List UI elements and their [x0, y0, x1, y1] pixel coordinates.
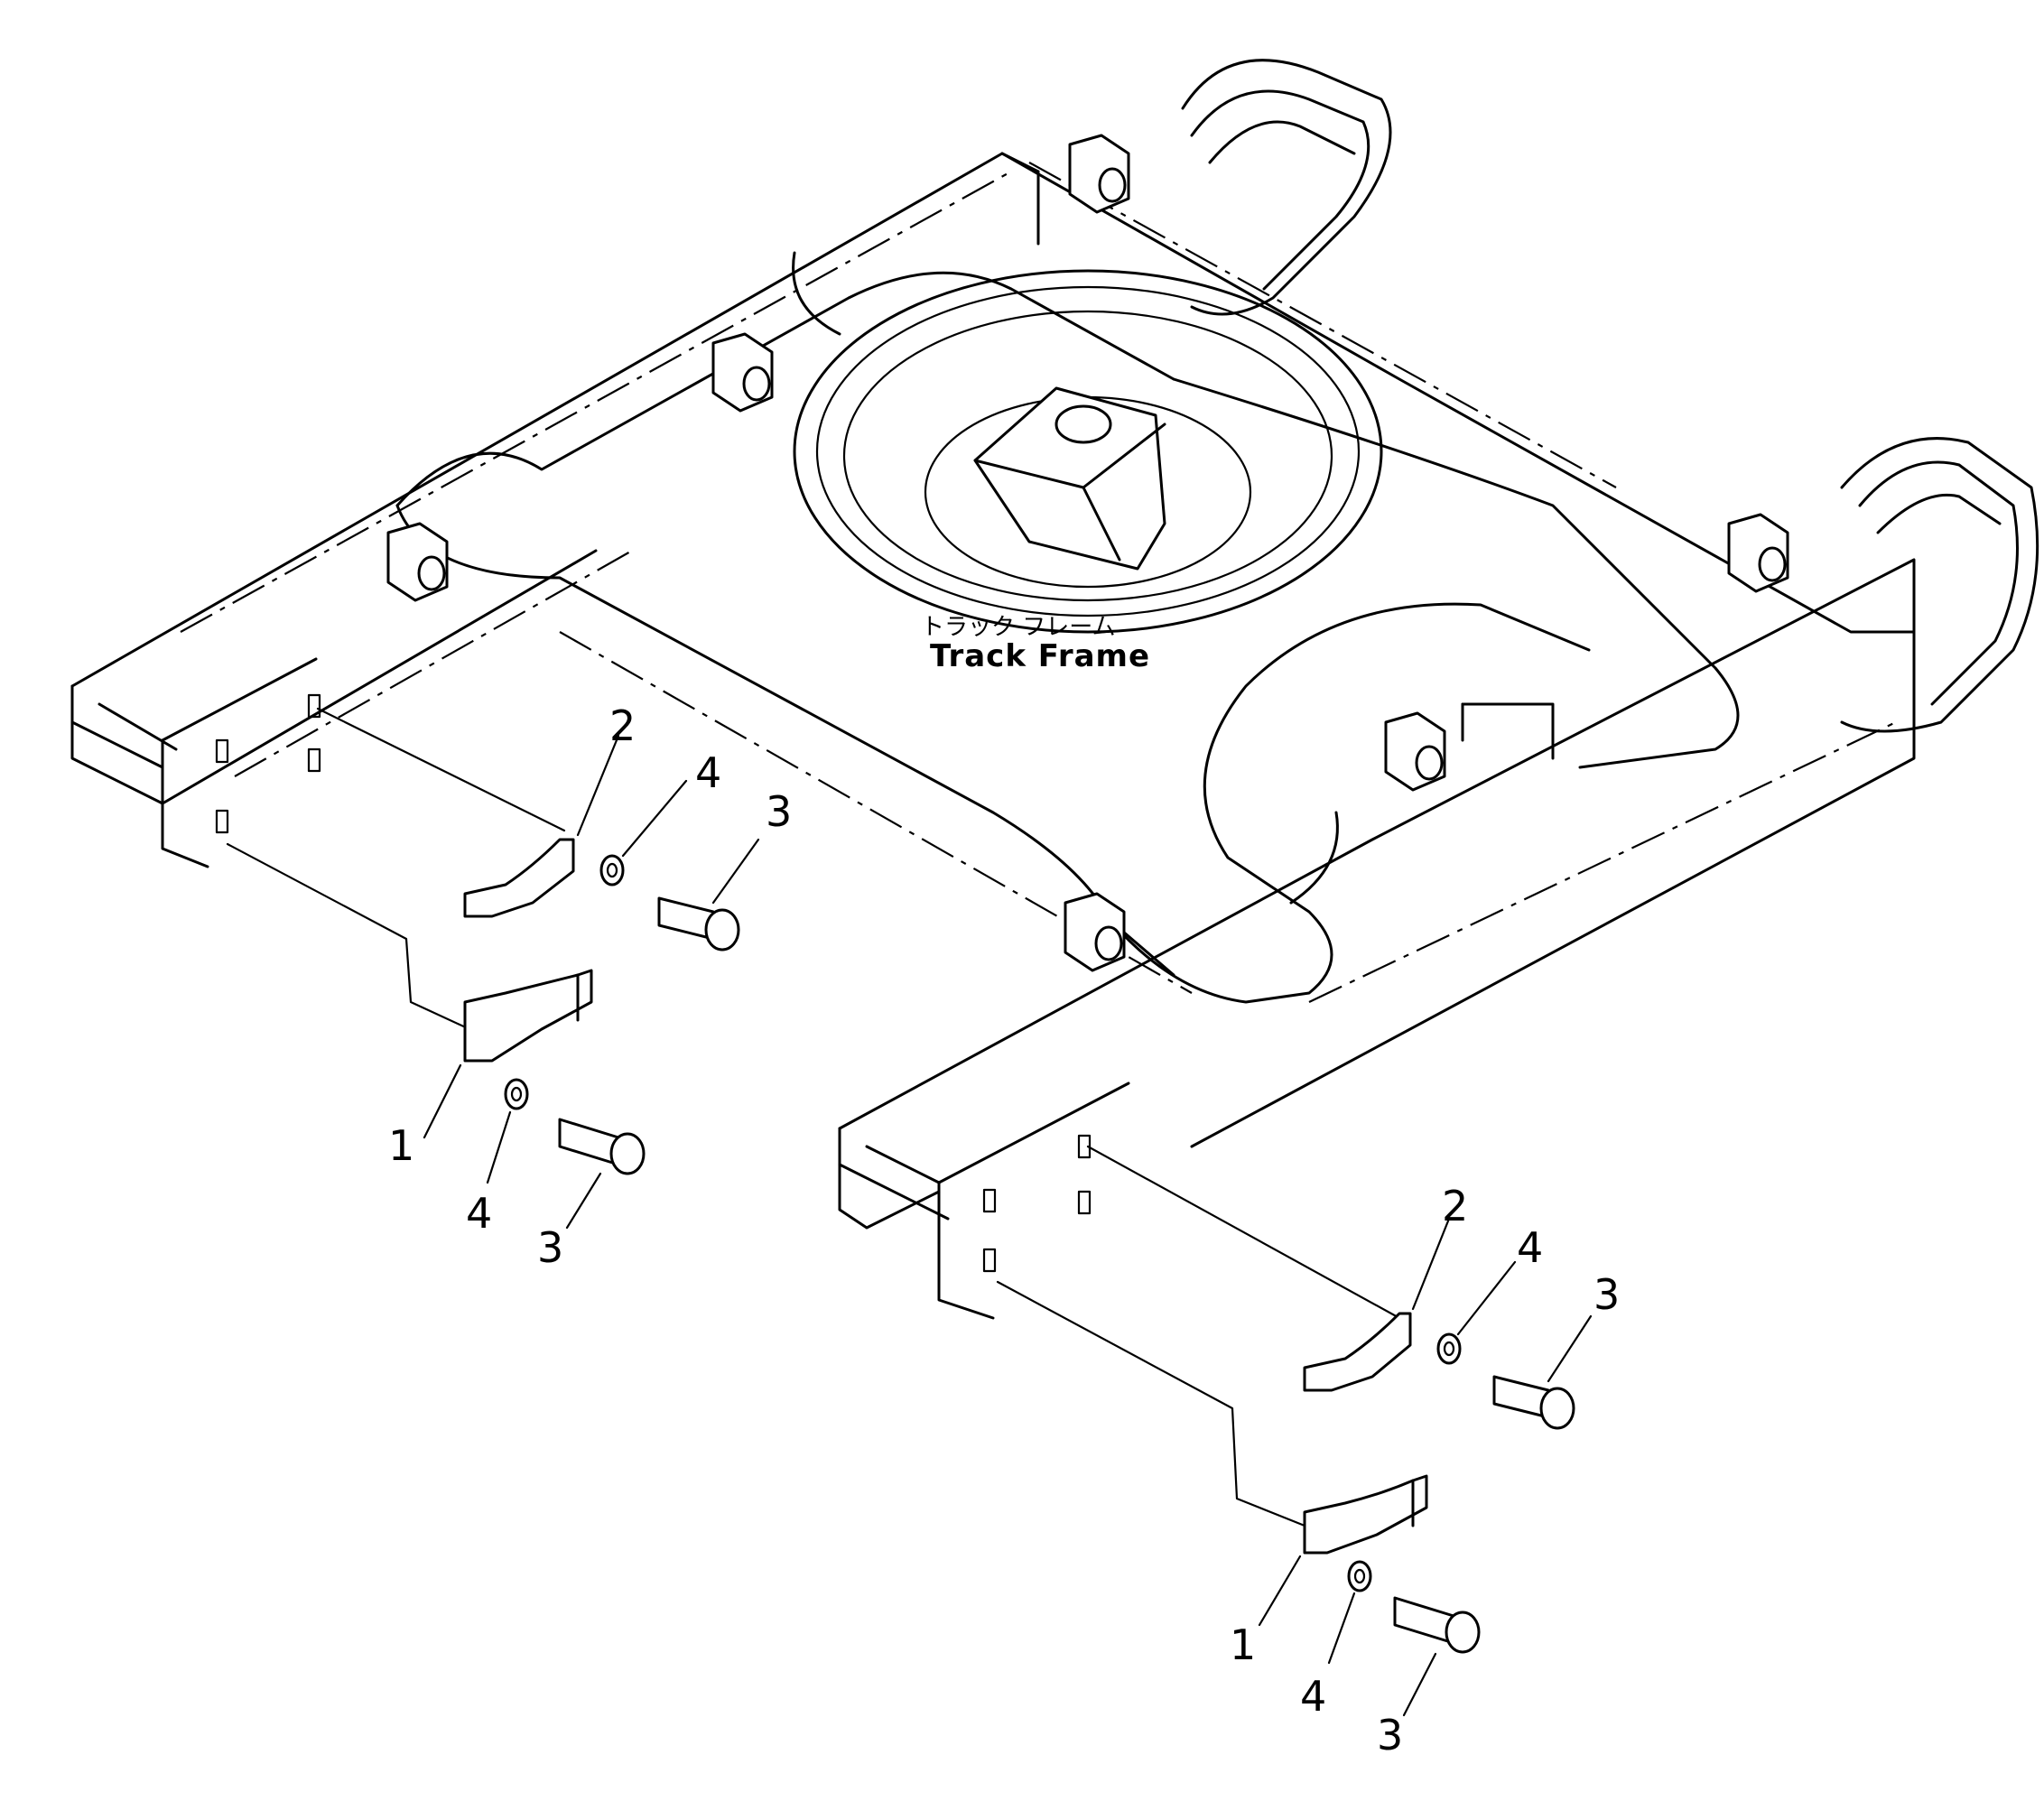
track-belt-rear: [1181, 59, 1392, 316]
callout-3-right-upper: 3: [1593, 1270, 1620, 1319]
track-frame-body: [70, 152, 1916, 1320]
callout-3-right-lower: 3: [1377, 1711, 1403, 1759]
swing-circle: [793, 269, 1383, 634]
track-frame-label-jp: トラック フレーム: [921, 614, 1116, 641]
washer-4-right-upper: [1436, 1332, 1462, 1365]
roller-brackets: [386, 134, 1789, 972]
callout-4-right-lower: 4: [1300, 1672, 1326, 1721]
callout-4-right-upper: 4: [1517, 1223, 1543, 1272]
guard-part-1-right: [1303, 1474, 1428, 1555]
washer-4-left-upper: [599, 854, 625, 887]
bracket-5: [1384, 711, 1446, 792]
bolt-3-left-lower: [558, 1118, 646, 1175]
bolt-3-right-lower: [1393, 1596, 1481, 1654]
callout-1-right: 1: [1230, 1620, 1256, 1669]
left-fastener-group: [215, 693, 760, 1230]
bolt-3-left-upper: [657, 896, 740, 952]
washer-4-right-lower: [1347, 1560, 1372, 1592]
bracket-3: [386, 522, 449, 602]
bracket-1: [1068, 134, 1130, 214]
bracket-6: [1727, 513, 1789, 593]
washer-4-left-lower: [504, 1078, 529, 1110]
callout-4-left-upper: 4: [695, 748, 721, 797]
bracket-4: [1064, 892, 1126, 972]
callout-2-right: 2: [1442, 1182, 1468, 1230]
callout-3-left-lower: 3: [537, 1223, 563, 1272]
guard-part-1-left: [463, 969, 593, 1063]
right-fastener-group: [982, 1134, 1593, 1717]
track-frame-label-en: Track Frame: [930, 638, 1150, 674]
callout-3-left-upper: 3: [766, 787, 792, 836]
callout-4-left-lower: 4: [466, 1189, 492, 1238]
callout-1-left: 1: [388, 1121, 414, 1170]
bolt-3-right-upper: [1492, 1375, 1575, 1430]
guard-part-2-left: [463, 838, 575, 918]
callout-2-left: 2: [609, 701, 636, 750]
bracket-2: [711, 332, 774, 413]
guard-part-2-right: [1303, 1312, 1412, 1392]
track-belt-front: [1840, 437, 2039, 733]
